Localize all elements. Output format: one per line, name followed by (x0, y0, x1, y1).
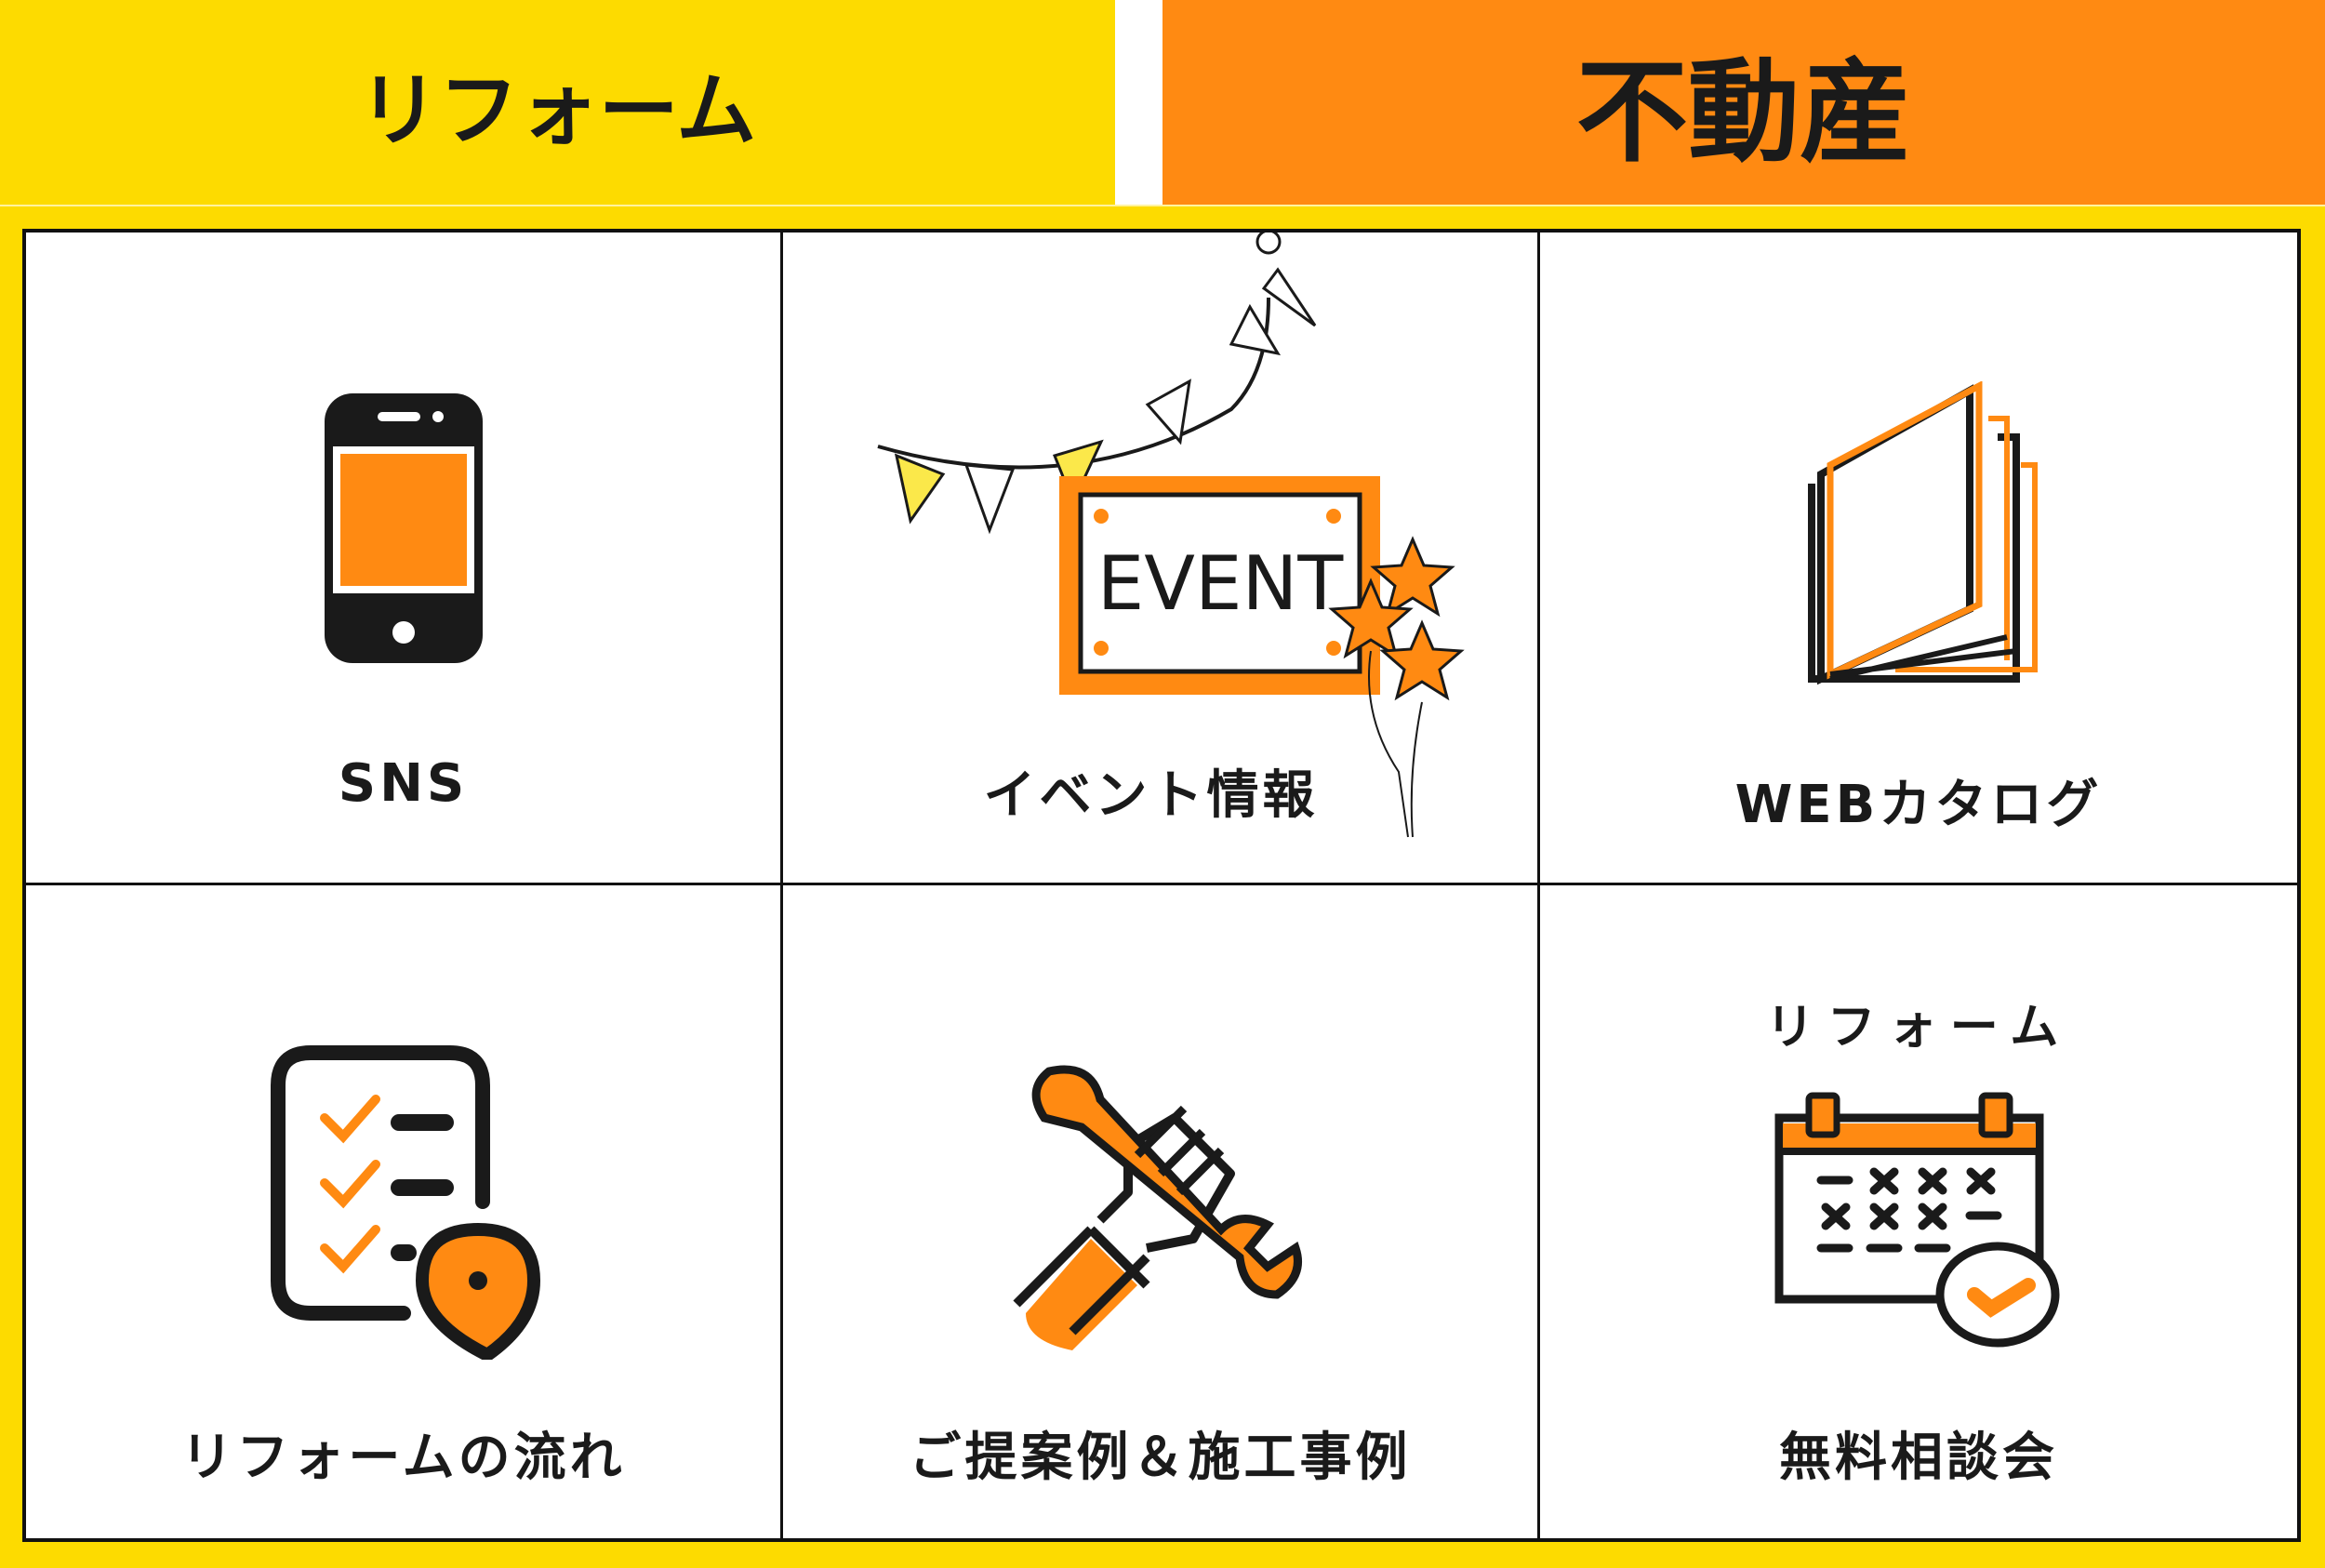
event-sign-icon: EVENT (877, 233, 1465, 838)
tile-label: ご提案例＆施工事例 (909, 1428, 1412, 1488)
catalog-book-icon (1808, 381, 2038, 685)
calendar-check-icon (1774, 1092, 2060, 1348)
event-sign-text: EVENT (1096, 540, 1344, 627)
tile-label: イベント情報 (983, 765, 1319, 826)
tab-fudosan-label: 不動産 (1576, 48, 1911, 178)
tab-fudosan[interactable]: 不動産 (1162, 0, 2325, 205)
tab-reform-label: リフォーム (358, 63, 757, 157)
smartphone-icon (324, 393, 483, 663)
tab-reform[interactable]: リフォーム (0, 0, 1115, 205)
wrench-hand-icon (1012, 1065, 1302, 1350)
tile-proposals-cases[interactable]: ご提案例＆施工事例 (783, 885, 1540, 1538)
tile-free-consultation[interactable]: リフォーム 無料相談会 (1540, 885, 2297, 1538)
checklist-location-icon (270, 1045, 540, 1360)
tile-reform-flow[interactable]: リフォームの流れ (26, 885, 783, 1538)
tile-label: SNS (338, 753, 469, 814)
tile-sns[interactable]: SNS (26, 233, 783, 885)
tab-divider (1115, 0, 1162, 205)
tile-label: 無料相談会 (1779, 1428, 2058, 1488)
tile-label: リフォームの流れ (180, 1428, 626, 1488)
tile-web-catalog[interactable]: WEBカタログ (1540, 233, 2297, 885)
tile-sublabel: リフォーム (1765, 1000, 2072, 1056)
tab-underline (0, 205, 2325, 206)
menu-grid: SNS EVENT イベント情報 (22, 229, 2301, 1542)
tile-event-info[interactable]: EVENT イベント情報 (783, 233, 1540, 885)
tile-label: WEBカタログ (1734, 775, 2103, 835)
